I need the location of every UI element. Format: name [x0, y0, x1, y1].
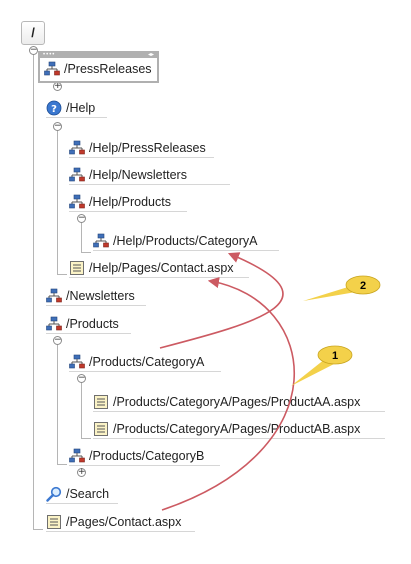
tree-connector [57, 130, 58, 274]
node-label: /PressReleases [64, 62, 152, 76]
node-label: /Help [66, 100, 96, 115]
expand-toggle[interactable]: + [77, 467, 86, 477]
sitemap-icon [69, 448, 85, 464]
tree-connector [81, 382, 82, 438]
page-icon [93, 421, 109, 437]
node-label: /Help/Pages/Contact.aspx [89, 260, 234, 275]
collapse-toggle[interactable]: − [29, 45, 38, 55]
node-product-ab[interactable]: /Products/CategoryA/Pages/ProductAB.aspx [93, 419, 385, 439]
node-label: /Products/CategoryA/Pages/ProductAB.aspx [113, 421, 361, 436]
callout-number: 2 [360, 280, 366, 292]
callout-pointer [291, 359, 336, 386]
help-icon [46, 100, 62, 116]
node-help-products-category-a[interactable]: /Help/Products/CategoryA [93, 231, 279, 251]
node-help[interactable]: /Help [46, 98, 107, 118]
node-help-products[interactable]: /Help/Products [69, 192, 187, 212]
sitemap-icon [69, 194, 85, 210]
node-search[interactable]: /Search [46, 484, 118, 504]
node-label: /Products/CategoryA/Pages/ProductAA.aspx [113, 394, 361, 409]
sitemap-icon [46, 316, 62, 332]
node-help-pages-contact[interactable]: /Help/Pages/Contact.aspx [69, 258, 249, 278]
selected-node-frame[interactable]: •••• ◂▸ [38, 51, 159, 83]
root-node[interactable]: / [21, 21, 45, 45]
page-icon [69, 260, 85, 276]
node-label: /Products/CategoryB [89, 448, 205, 463]
node-help-press-releases[interactable]: /Help/PressReleases [69, 138, 214, 158]
collapse-toggle[interactable]: − [77, 213, 86, 223]
collapse-toggle[interactable]: − [77, 373, 86, 383]
frame-title-bar[interactable]: •••• ◂▸ [40, 52, 157, 58]
page-icon [46, 514, 62, 530]
page-icon [93, 394, 109, 410]
callout-bubble [317, 345, 353, 365]
callout-bubble [345, 275, 381, 295]
node-pages-contact[interactable]: /Pages/Contact.aspx [46, 512, 195, 532]
node-label: /Pages/Contact.aspx [66, 514, 182, 529]
node-help-newsletters[interactable]: /Help/Newsletters [69, 165, 230, 185]
tree-connector [81, 252, 91, 253]
tree-connector [81, 222, 82, 252]
search-icon [46, 486, 62, 502]
tree-connector [81, 438, 91, 439]
tree-connector [33, 529, 43, 530]
node-product-aa[interactable]: /Products/CategoryA/Pages/ProductAA.aspx [93, 392, 385, 412]
node-label: /Newsletters [66, 288, 135, 303]
tree-connector [57, 464, 67, 465]
node-products-category-b[interactable]: /Products/CategoryB [69, 446, 220, 466]
node-label: /Search [66, 486, 110, 501]
callout-pointer [303, 287, 356, 301]
sitemap-icon [69, 167, 85, 183]
node-label: /Products/CategoryA [89, 354, 205, 369]
sitemap-icon [69, 140, 85, 156]
node-label: /Products [66, 316, 119, 331]
tree-connector [57, 274, 67, 275]
node-products[interactable]: /Products [46, 314, 131, 334]
node-label: /Help/Newsletters [89, 167, 187, 182]
node-label: /Help/Products [89, 194, 171, 209]
node-newsletters[interactable]: /Newsletters [46, 286, 146, 306]
sitemap-icon [46, 288, 62, 304]
collapse-toggle[interactable]: − [53, 121, 62, 131]
expand-toggle[interactable]: + [53, 81, 62, 91]
node-label: /Help/Products/CategoryA [113, 233, 258, 248]
callout-1: 1 [291, 345, 353, 386]
callout-2: 2 [303, 275, 381, 301]
sitemap-icon [69, 354, 85, 370]
tree-connector [57, 342, 58, 464]
root-label: / [31, 25, 35, 40]
tree-connector [33, 50, 34, 530]
node-products-category-a[interactable]: /Products/CategoryA [69, 352, 221, 372]
sitemap-icon [44, 61, 60, 77]
resize-grip-icon[interactable]: ◂▸ [147, 52, 154, 58]
node-label: /Help/PressReleases [89, 140, 206, 155]
collapse-toggle[interactable]: − [53, 335, 62, 345]
callout-number: 1 [332, 350, 338, 362]
node-press-releases[interactable]: /PressReleases [44, 59, 158, 79]
sitemap-icon [93, 233, 109, 249]
